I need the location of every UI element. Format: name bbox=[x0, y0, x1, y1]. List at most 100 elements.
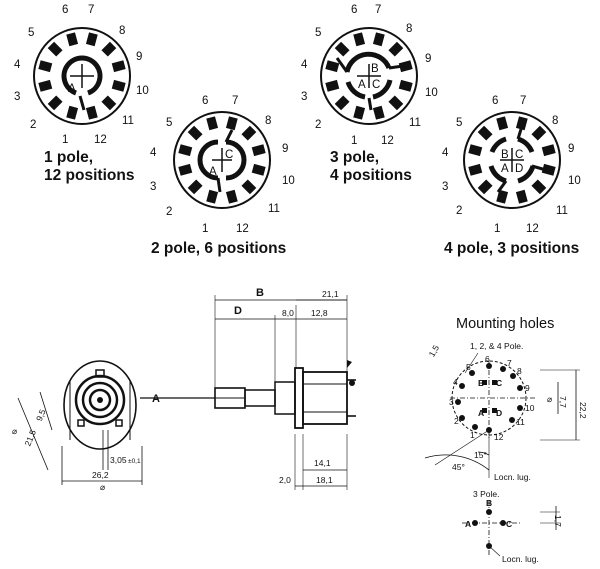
contact-pads bbox=[178, 116, 266, 204]
mounting-holes-title: Mounting holes bbox=[456, 316, 554, 332]
switch-outline bbox=[463, 111, 561, 209]
caption-3pole-line2: 4 positions bbox=[330, 167, 412, 184]
bushing bbox=[274, 381, 296, 415]
svg-text:B: B bbox=[486, 498, 492, 508]
svg-text:8: 8 bbox=[265, 115, 271, 127]
svg-text:8: 8 bbox=[517, 366, 522, 376]
svg-text:4: 4 bbox=[453, 377, 458, 387]
wiper-arm-2 bbox=[531, 164, 547, 172]
svg-text:C: C bbox=[506, 519, 512, 529]
pole-letter-c: C bbox=[225, 149, 233, 161]
svg-text:5: 5 bbox=[166, 117, 172, 129]
svg-text:12: 12 bbox=[94, 134, 107, 146]
svg-text:3: 3 bbox=[442, 181, 448, 193]
front-view-drawing: 26,2 ⌀ 3,05 ±0,1 21,5 ⌀ 9,5 bbox=[12, 360, 143, 492]
svg-text:2: 2 bbox=[315, 119, 321, 131]
wiper-arm-1 bbox=[335, 57, 349, 73]
switch-diagram-2pole: A C 6 7 8 9 10 11 12 1 2 3 4 5 bbox=[150, 95, 295, 235]
svg-text:7: 7 bbox=[88, 4, 94, 16]
wiper-arm-3 bbox=[367, 97, 373, 111]
svg-text:1: 1 bbox=[351, 135, 357, 147]
pole-letter-c: C bbox=[372, 79, 380, 91]
svg-text:14,1: 14,1 bbox=[314, 458, 331, 468]
locn-lug-label-2: Locn. lug. bbox=[502, 554, 539, 564]
svg-text:1,5: 1,5 bbox=[427, 343, 442, 358]
svg-text:5: 5 bbox=[28, 27, 34, 39]
svg-text:12: 12 bbox=[494, 432, 504, 442]
pole-letter-a: A bbox=[209, 166, 217, 178]
svg-text:B: B bbox=[256, 287, 264, 299]
wiper-segment-a bbox=[345, 81, 366, 100]
svg-text:3,05: 3,05 bbox=[110, 455, 127, 465]
poles-note: 1, 2, & 4 Pole. bbox=[470, 341, 523, 351]
switch-diagram-3pole: B A C 6 7 8 9 10 11 12 1 2 3 4 5 bbox=[301, 4, 438, 147]
pole-letter-a: A bbox=[68, 83, 76, 95]
svg-text:2: 2 bbox=[454, 416, 459, 426]
svg-text:4: 4 bbox=[150, 147, 157, 159]
mounting-plate bbox=[294, 367, 304, 429]
svg-text:1: 1 bbox=[470, 430, 475, 440]
wiper-arm-lower bbox=[216, 177, 222, 193]
svg-text:10: 10 bbox=[525, 403, 535, 413]
wiper-arm bbox=[78, 95, 86, 111]
svg-text:A: A bbox=[478, 408, 484, 418]
svg-text:15°: 15° bbox=[474, 450, 487, 460]
svg-text:5: 5 bbox=[466, 362, 471, 372]
svg-text:11: 11 bbox=[268, 203, 280, 215]
svg-text:21,5: 21,5 bbox=[23, 428, 39, 447]
caption-2pole: 2 pole, 6 positions bbox=[151, 240, 286, 257]
switch-body-outline bbox=[63, 360, 137, 450]
svg-text:2: 2 bbox=[166, 206, 172, 218]
svg-text:21,1: 21,1 bbox=[322, 289, 339, 299]
wiper-arm-upper bbox=[224, 129, 234, 143]
svg-text:18,1: 18,1 bbox=[316, 475, 333, 485]
svg-text:⌀: ⌀ bbox=[12, 426, 18, 436]
contact-pads bbox=[38, 32, 126, 120]
svg-text:1: 1 bbox=[62, 134, 68, 146]
switch-diagram-4pole: B C A D 6 7 8 9 10 11 12 1 2 3 4 5 bbox=[442, 95, 581, 235]
pole-letter-a: A bbox=[501, 163, 509, 175]
caption-3pole-line1: 3 pole, bbox=[330, 149, 379, 166]
svg-text:5: 5 bbox=[315, 27, 321, 39]
locn-lug-label-1: Locn. lug. bbox=[494, 472, 531, 482]
svg-text:6: 6 bbox=[202, 95, 208, 107]
svg-text:C: C bbox=[496, 378, 502, 388]
svg-text:4: 4 bbox=[14, 59, 21, 71]
shaft bbox=[244, 389, 276, 407]
side-view-drawing: A B D 21,1 8,0 12,8 14,1 18,1 2,0 bbox=[140, 287, 356, 490]
svg-text:7,7: 7,7 bbox=[558, 396, 568, 408]
pole-letter-d: D bbox=[515, 163, 523, 175]
svg-text:2: 2 bbox=[30, 119, 36, 131]
svg-text:3: 3 bbox=[14, 91, 20, 103]
svg-text:2,0: 2,0 bbox=[279, 475, 291, 485]
wiper-arm-3 bbox=[496, 180, 508, 193]
switch-body bbox=[302, 371, 348, 425]
svg-text:9,5: 9,5 bbox=[34, 408, 48, 423]
svg-text:6: 6 bbox=[351, 4, 357, 16]
switch-outline bbox=[173, 111, 271, 209]
svg-text:±0,1: ±0,1 bbox=[128, 458, 141, 465]
contact-pads bbox=[325, 32, 413, 120]
svg-text:9: 9 bbox=[282, 143, 288, 155]
svg-text:10: 10 bbox=[425, 87, 438, 99]
switch-outline bbox=[33, 27, 131, 125]
svg-text:3: 3 bbox=[150, 181, 156, 193]
wiper-arm-2 bbox=[388, 64, 404, 70]
contact-pads bbox=[468, 116, 556, 204]
svg-text:10: 10 bbox=[282, 175, 295, 187]
wiper-segment-c bbox=[517, 136, 535, 154]
svg-text:7: 7 bbox=[232, 95, 238, 107]
svg-text:4: 4 bbox=[301, 59, 308, 71]
svg-text:D: D bbox=[496, 408, 502, 418]
wiper-segment-b bbox=[489, 136, 507, 154]
wiper-arm-1 bbox=[516, 125, 524, 140]
pole-letter-b: B bbox=[501, 149, 509, 161]
svg-text:1: 1 bbox=[494, 223, 500, 235]
svg-text:6: 6 bbox=[492, 95, 498, 107]
switch-outline bbox=[320, 27, 418, 125]
svg-text:12: 12 bbox=[526, 223, 539, 235]
pole-letter-b: B bbox=[371, 63, 379, 75]
svg-text:7: 7 bbox=[375, 4, 381, 16]
switch-diagram-1pole: A 6 7 8 9 10 11 12 1 2 3 4 5 bbox=[14, 4, 149, 146]
caption-4pole: 4 pole, 3 positions bbox=[444, 240, 579, 257]
